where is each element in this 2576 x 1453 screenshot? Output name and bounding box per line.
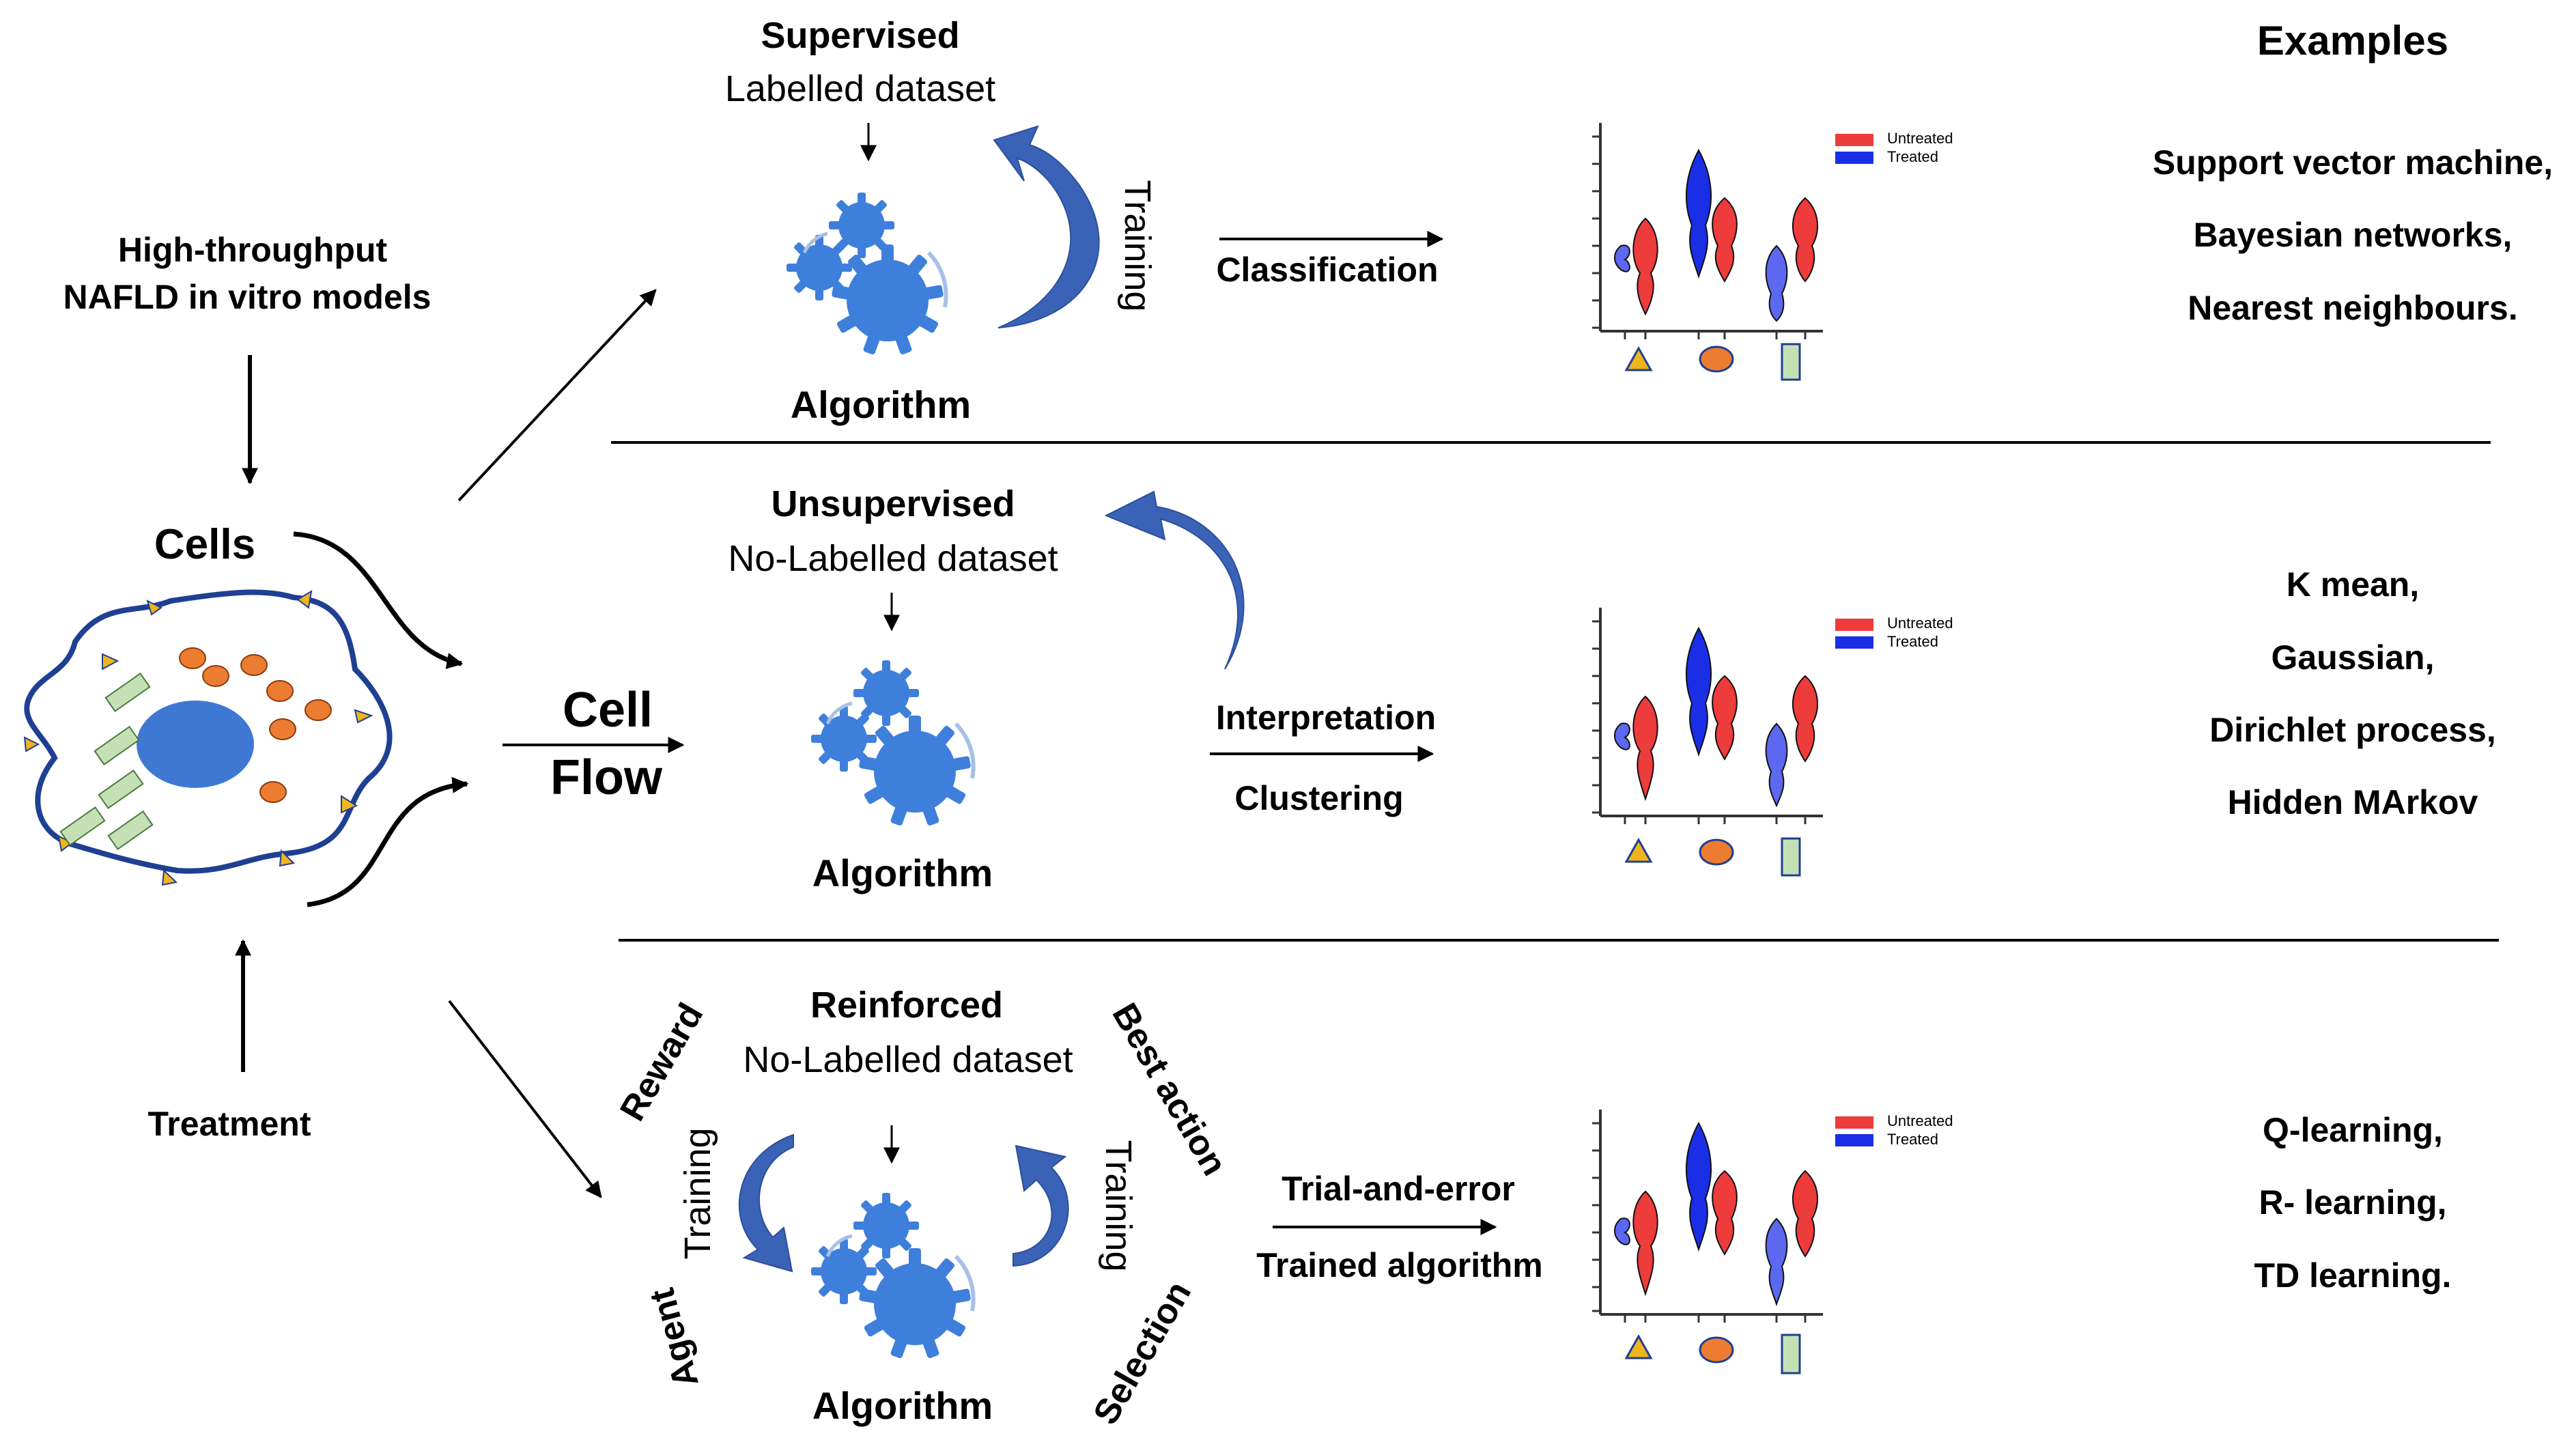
legend-treated-label: Treated <box>1887 1131 1938 1148</box>
rectangle-marker <box>1781 837 1801 877</box>
supervised-example-1: Support vector machine, <box>2153 143 2553 182</box>
unsupervised-example-1: K mean, <box>2287 565 2420 604</box>
unsupervised-example-4: Hidden MArkov <box>2228 783 2478 821</box>
reward-label: Reward <box>612 997 711 1128</box>
reinforced-example-1: Q-learning, <box>2263 1111 2443 1149</box>
interpretation-loop-arrow <box>1104 490 1245 670</box>
top-input-label-line1: High-throughput <box>118 231 388 269</box>
unsupervised-dataset: No-Labelled dataset <box>728 538 1058 579</box>
triangle-marker <box>1624 837 1653 863</box>
violin-chart-3: Untreated Treated <box>1592 1110 1953 1374</box>
examples-header: Examples <box>2257 18 2448 64</box>
unsupervised-process-label-2: Clustering <box>1234 779 1403 817</box>
reinforced-dataset: No-Labelled dataset <box>743 1039 1073 1080</box>
gears-icon <box>811 1193 976 1359</box>
arrow-to-reinforced <box>448 1000 602 1198</box>
rectangle-marker <box>1781 343 1801 381</box>
curved-arrow-cells-upper <box>293 531 464 669</box>
legend-untreated-label: Untreated <box>1887 1112 1953 1129</box>
circle-marker <box>1699 345 1734 373</box>
legend-untreated-label: Untreated <box>1887 130 1953 147</box>
violin-chart-2: Untreated Treated <box>1592 608 1953 877</box>
unsupervised-algorithm: Algorithm <box>812 851 993 894</box>
training-left-loop-arrow <box>738 1133 794 1273</box>
treatment-label: Treatment <box>148 1105 311 1143</box>
cells-label: Cells <box>154 521 255 568</box>
training-right-loop-arrow <box>1013 1144 1069 1267</box>
reinforced-algorithm: Algorithm <box>812 1384 993 1427</box>
supervised-process-label: Classification <box>1216 251 1438 289</box>
legend-swatch-treated <box>1835 636 1873 649</box>
reinforced-process-label-1: Trial-and-error <box>1282 1170 1515 1208</box>
circle-marker <box>1699 838 1734 866</box>
supervised-example-2: Bayesian networks, <box>2194 216 2513 254</box>
arrow-to-supervised <box>457 289 657 502</box>
legend-swatch-treated <box>1835 1134 1873 1146</box>
legend-swatch-untreated <box>1835 134 1873 146</box>
legend-treated-label: Treated <box>1887 148 1938 165</box>
legend-swatch-treated <box>1835 152 1873 164</box>
violin-chart-1: Untreated Treated <box>1592 123 1953 381</box>
circle-marker <box>1699 1336 1734 1364</box>
cell-flow-line1: Cell <box>563 683 653 737</box>
supervised-dataset: Labelled dataset <box>725 68 995 109</box>
training-loop-arrow <box>993 125 1100 328</box>
reinforced-example-2: R- learning, <box>2259 1183 2446 1222</box>
cell-flow-line2: Flow <box>550 750 663 805</box>
reinforced-example-3: TD learning. <box>2254 1256 2452 1295</box>
membrane-spikes <box>23 590 373 886</box>
triangle-marker <box>1624 345 1653 371</box>
top-input-label-line2: NAFLD in vitro models <box>63 278 431 316</box>
legend-swatch-untreated <box>1835 619 1873 631</box>
legend-untreated-label: Untreated <box>1887 615 1953 632</box>
selection-label: Selection <box>1086 1275 1199 1431</box>
training-right-label: Training <box>1098 1140 1139 1271</box>
nucleus <box>137 701 254 788</box>
reinforced-title: Reinforced <box>810 985 1003 1026</box>
row-supervised: Supervised Labelled dataset Algorithm Tr… <box>725 15 2553 426</box>
training-left-label: Training <box>677 1127 718 1259</box>
unsupervised-title: Unsupervised <box>771 483 1015 524</box>
legend-treated-label: Treated <box>1887 633 1938 650</box>
curved-arrow-cells-lower <box>307 776 469 907</box>
rectangle-marker <box>1781 1334 1801 1374</box>
supervised-algorithm: Algorithm <box>791 383 971 426</box>
reinforced-process-label-2: Trained algorithm <box>1256 1246 1543 1284</box>
triangle-marker <box>1624 1334 1653 1359</box>
cell-illustration <box>23 589 393 886</box>
unsupervised-example-2: Gaussian, <box>2271 638 2435 677</box>
orange-vesicles <box>179 647 332 803</box>
agent-label: Agent <box>642 1284 707 1392</box>
legend-swatch-untreated <box>1835 1116 1873 1129</box>
row-unsupervised: Unsupervised No-Labelled dataset Algorit… <box>728 483 2495 894</box>
unsupervised-example-3: Dirichlet process, <box>2209 711 2496 749</box>
supervised-training-label: Training <box>1117 180 1158 311</box>
supervised-title: Supervised <box>761 15 959 56</box>
gears-icon <box>811 660 976 827</box>
row-reinforced: Reinforced No-Labelled dataset Algorithm… <box>612 985 2451 1431</box>
unsupervised-process-label-1: Interpretation <box>1216 699 1436 737</box>
gears-icon <box>787 193 948 356</box>
supervised-example-3: Nearest neighbours. <box>2188 289 2517 327</box>
lipid-droplets <box>59 672 154 851</box>
